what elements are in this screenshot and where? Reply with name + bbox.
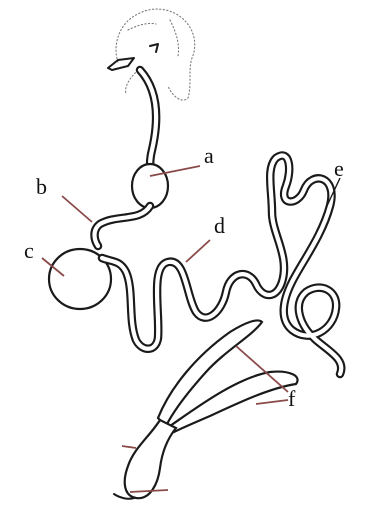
oesophagus: [140, 70, 156, 176]
label-d: d: [214, 213, 225, 238]
pointer-b: [62, 196, 92, 222]
label-b: b: [36, 174, 47, 199]
caeca: [158, 320, 298, 432]
large-intestine: [114, 420, 176, 499]
label-c: c: [24, 238, 34, 263]
pointer-d: [186, 240, 210, 262]
eye-icon: [150, 44, 158, 52]
crop-organ: [132, 164, 168, 208]
beak-icon: [108, 58, 134, 70]
proventriculus: [95, 206, 151, 246]
pointer-f-lower: [256, 400, 288, 404]
label-f: f: [288, 386, 296, 411]
label-a: a: [204, 143, 214, 168]
label-e: e: [334, 156, 344, 181]
pointer-intestine-tick: [122, 446, 136, 448]
